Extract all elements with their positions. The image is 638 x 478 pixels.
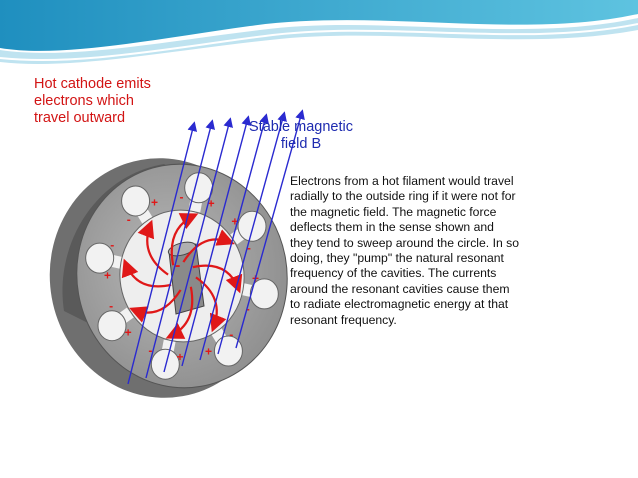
magnetic-field-lines [127, 109, 305, 385]
cavity-hole [150, 348, 180, 380]
cavity-hole [97, 310, 127, 342]
slide-header-waves [0, 0, 638, 64]
field-line [199, 113, 269, 361]
charge-sign: - [247, 241, 251, 255]
charge-sign: + [104, 268, 111, 282]
field-line [145, 119, 215, 379]
charge-sign: + [151, 195, 158, 209]
electron-path [129, 289, 182, 323]
wave-white-line [0, 23, 638, 61]
cavity-hole [249, 278, 279, 310]
explanation-text: Electrons from a hot filament would trav… [290, 174, 519, 327]
magnetic-field-label: Stable magnetic field B [249, 119, 353, 152]
field-line [235, 109, 305, 349]
charge-sign: - [127, 212, 131, 226]
electron-path [170, 213, 199, 266]
wave-light [0, 18, 638, 64]
electron-path [182, 229, 235, 263]
electron-path [121, 258, 172, 288]
charge-sign: + [177, 350, 184, 364]
magnetron-diagram: - -++-+--++-+-+--+ [49, 109, 305, 398]
charge-sign: + [205, 345, 212, 359]
wave-dark [0, 0, 638, 51]
cathode-sign: - [175, 257, 180, 274]
cavity-hole [237, 210, 267, 242]
charge-sign: - [110, 238, 114, 252]
hot-cathode-label: Hot cathode emits electrons which travel… [34, 76, 151, 126]
field-line [127, 121, 198, 385]
charge-sign: + [125, 325, 132, 339]
electron-path [137, 219, 169, 276]
charge-sign: - [179, 190, 183, 204]
charge-sign: - [246, 302, 250, 316]
cavity-hole [121, 185, 151, 217]
charge-sign: + [208, 197, 215, 211]
field-line [181, 115, 251, 367]
electron-path [195, 276, 227, 333]
cavity-hole [85, 242, 115, 274]
field-line [217, 111, 287, 355]
diagram-panel: - -++-+--++-+-+--+ Hot cathode emits ele… [24, 66, 519, 440]
cathode: - [167, 241, 205, 315]
charge-sign: - [229, 328, 233, 342]
charge-sign: + [231, 215, 238, 229]
resonant-cavities [85, 172, 279, 380]
field-line [163, 117, 233, 373]
charge-sign: - [148, 343, 152, 357]
charge-sign: - [109, 299, 113, 313]
